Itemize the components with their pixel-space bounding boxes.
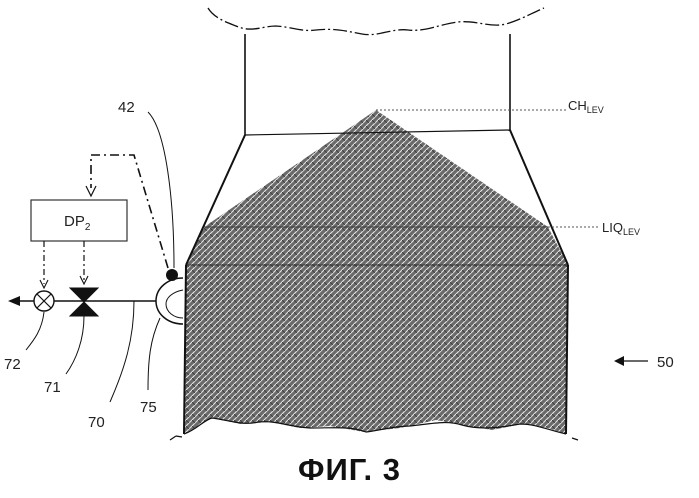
vessel-bottom-tail-right <box>572 438 578 440</box>
leader-72 <box>26 312 44 350</box>
ref-70: 70 <box>88 414 105 431</box>
vessel-top-break-line <box>208 8 544 35</box>
arrow-left-icon <box>8 296 20 306</box>
figure-caption: ФИГ. 3 <box>0 452 699 488</box>
ref-72: 72 <box>4 356 21 373</box>
sensor-housing-inner <box>166 290 183 318</box>
sensor-dot-icon <box>166 269 178 281</box>
charge-level-label: CHLEV <box>568 98 604 115</box>
valve-icon <box>70 288 98 316</box>
charge-level-main: CH <box>568 98 587 113</box>
vessel-bottom-tail-left <box>170 436 182 440</box>
leader-75 <box>148 318 160 390</box>
indicator-lamp-icon <box>34 291 54 311</box>
liquid-level-sub: LEV <box>623 227 640 237</box>
ref-50: 50 <box>657 354 674 371</box>
leader-71 <box>66 316 84 374</box>
sensor-housing <box>156 278 183 324</box>
ref-71: 71 <box>44 379 61 396</box>
liquid-level-main: LIQ <box>602 220 623 235</box>
vessel-arrow-head <box>614 356 624 366</box>
dp2-sub: 2 <box>85 222 91 233</box>
liquid-level-label: LIQLEV <box>602 220 640 237</box>
dp2-main: DP <box>64 213 85 230</box>
charge-material <box>184 110 568 434</box>
charge-level-sub: LEV <box>587 105 604 115</box>
ref-75: 75 <box>140 399 157 416</box>
leader-70 <box>110 301 134 402</box>
ref-42: 42 <box>118 99 135 116</box>
